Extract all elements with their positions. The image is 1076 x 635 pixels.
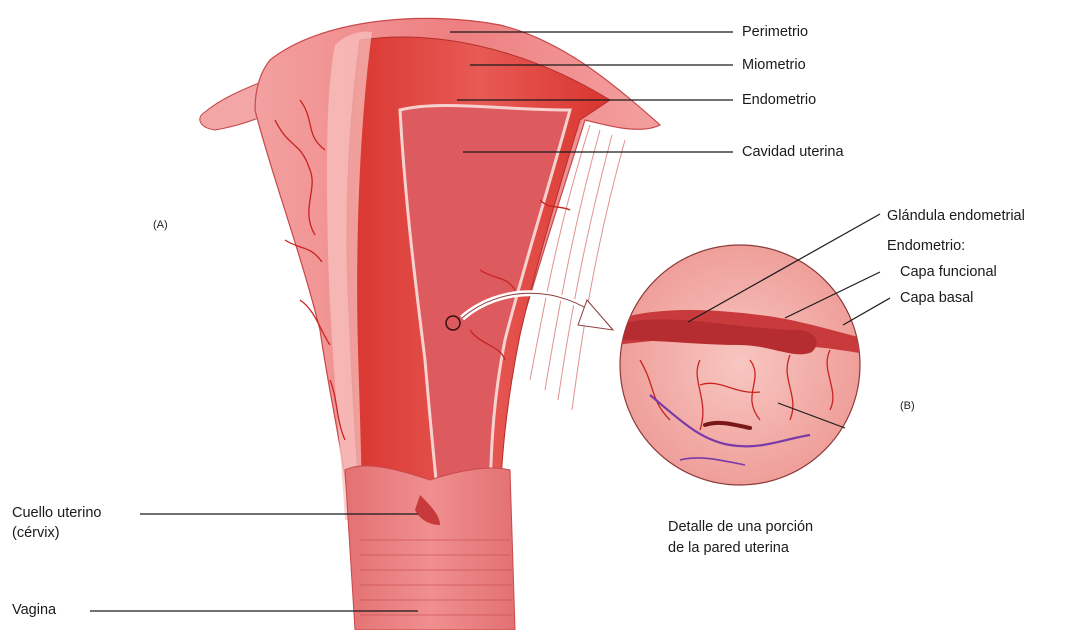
label-endometrio: Endometrio	[742, 92, 816, 109]
label-glandula-endometrial: Glándula endometrial	[887, 208, 1025, 225]
vagina	[345, 466, 515, 630]
label-perimetrio: Perimetrio	[742, 24, 808, 41]
detail-circle	[620, 245, 860, 485]
label-capa-funcional: Capa funcional	[900, 264, 997, 281]
label-cavidad-uterina: Cavidad uterina	[742, 144, 844, 161]
label-miometrio: Miometrio	[742, 57, 806, 74]
leader-basal	[843, 298, 890, 325]
label-vagina: Vagina	[12, 602, 56, 619]
detail-caption-line1: Detalle de una porción	[668, 517, 813, 537]
label-capa-basal: Capa basal	[900, 290, 973, 307]
detail-caption-line2: de la pared uterina	[668, 538, 789, 558]
label-cervix: (cérvix)	[12, 525, 60, 542]
label-cuello-uterino: Cuello uterino	[12, 505, 101, 522]
label-endometrio-heading: Endometrio:	[887, 238, 965, 255]
panel-tag-a: (A)	[153, 219, 168, 231]
panel-tag-b: (B)	[900, 400, 915, 412]
